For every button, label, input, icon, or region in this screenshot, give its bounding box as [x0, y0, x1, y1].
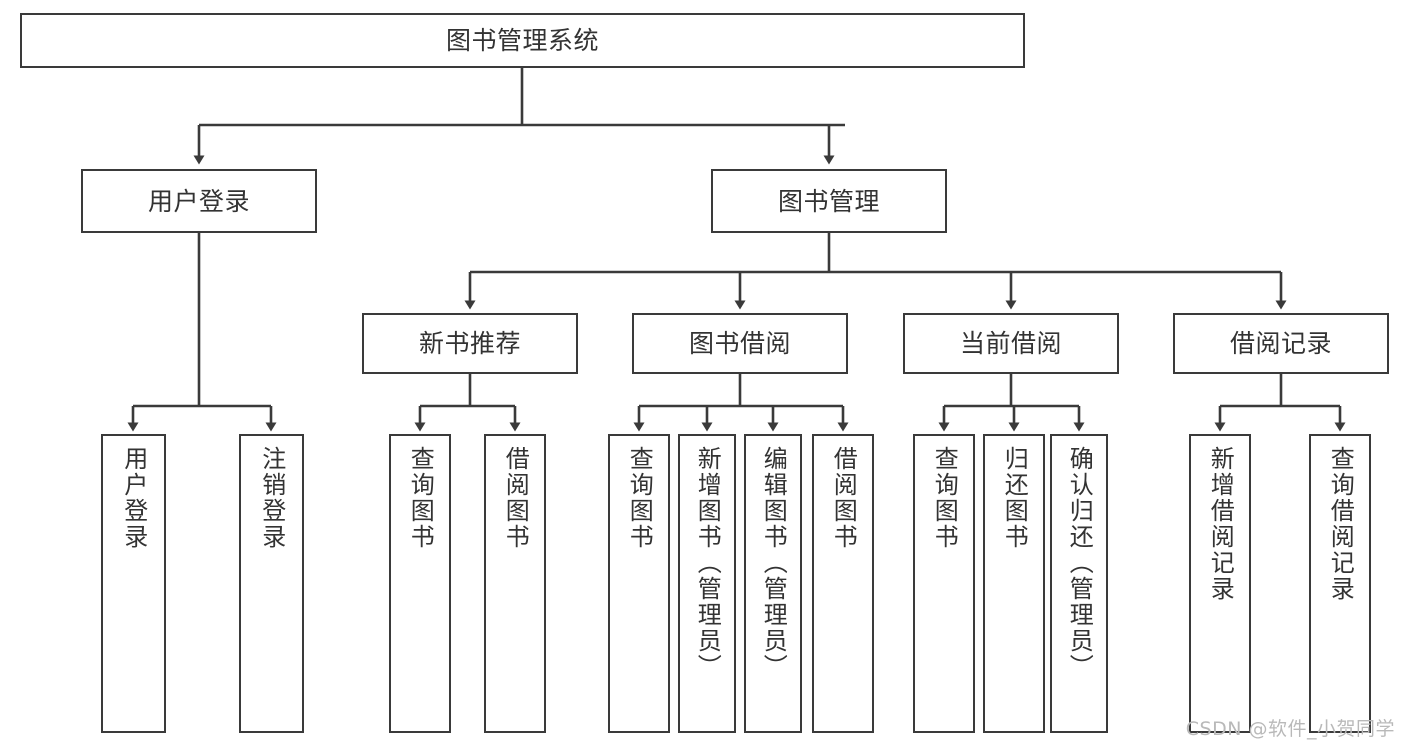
node-level3-book-borrow[interactable]: 图书借阅 — [632, 313, 848, 374]
node-label: 编辑图书（管理员） — [759, 446, 788, 680]
node-leaf-query-book-borrow[interactable]: 查询图书 — [608, 434, 670, 733]
node-label: 借阅图书 — [501, 446, 530, 550]
node-label: 图书管理 — [777, 186, 880, 216]
node-label: 当前借阅 — [959, 329, 1062, 358]
node-leaf-return-book[interactable]: 归还图书 — [983, 434, 1045, 733]
node-root[interactable]: 图书管理系统 — [20, 13, 1025, 68]
node-level3-borrow-record[interactable]: 借阅记录 — [1173, 313, 1389, 374]
node-level2-user-login[interactable]: 用户登录 — [81, 169, 317, 233]
node-leaf-user-login[interactable]: 用户登录 — [101, 434, 166, 733]
node-label: 查询借阅记录 — [1326, 446, 1355, 602]
node-leaf-logout[interactable]: 注销登录 — [239, 434, 304, 733]
node-label: 查询图书 — [406, 446, 435, 550]
node-label: 新增借阅记录 — [1206, 446, 1235, 602]
node-label: 借阅图书 — [829, 446, 858, 550]
node-level3-new-book-recommend[interactable]: 新书推荐 — [362, 313, 578, 374]
node-leaf-borrow-book-recommend[interactable]: 借阅图书 — [484, 434, 546, 733]
node-leaf-borrow-book[interactable]: 借阅图书 — [812, 434, 874, 733]
node-leaf-query-book-current[interactable]: 查询图书 — [913, 434, 975, 733]
node-label: 归还图书 — [1000, 446, 1029, 550]
node-leaf-query-borrow-record[interactable]: 查询借阅记录 — [1309, 434, 1371, 733]
node-label: 查询图书 — [930, 446, 959, 550]
node-label: 查询图书 — [625, 446, 654, 550]
node-label: 新书推荐 — [418, 329, 521, 358]
node-leaf-confirm-return-admin[interactable]: 确认归还（管理员） — [1050, 434, 1108, 733]
node-label: 用户登录 — [147, 186, 250, 216]
node-label: 注销登录 — [257, 446, 286, 550]
node-root-label: 图书管理系统 — [445, 26, 599, 55]
node-label: 图书借阅 — [688, 329, 791, 358]
node-label: 借阅记录 — [1229, 329, 1332, 358]
node-leaf-add-book-admin[interactable]: 新增图书（管理员） — [678, 434, 736, 733]
node-level2-book-management[interactable]: 图书管理 — [711, 169, 947, 233]
node-label: 用户登录 — [119, 446, 148, 550]
node-label: 新增图书（管理员） — [693, 446, 722, 680]
node-level3-current-borrow[interactable]: 当前借阅 — [903, 313, 1119, 374]
node-leaf-edit-book-admin[interactable]: 编辑图书（管理员） — [744, 434, 802, 733]
csdn-watermark: CSDN @软件_小贺同学 — [1185, 718, 1395, 740]
node-label: 确认归还（管理员） — [1065, 446, 1094, 680]
node-leaf-query-book-recommend[interactable]: 查询图书 — [389, 434, 451, 733]
node-leaf-add-borrow-record[interactable]: 新增借阅记录 — [1189, 434, 1251, 733]
